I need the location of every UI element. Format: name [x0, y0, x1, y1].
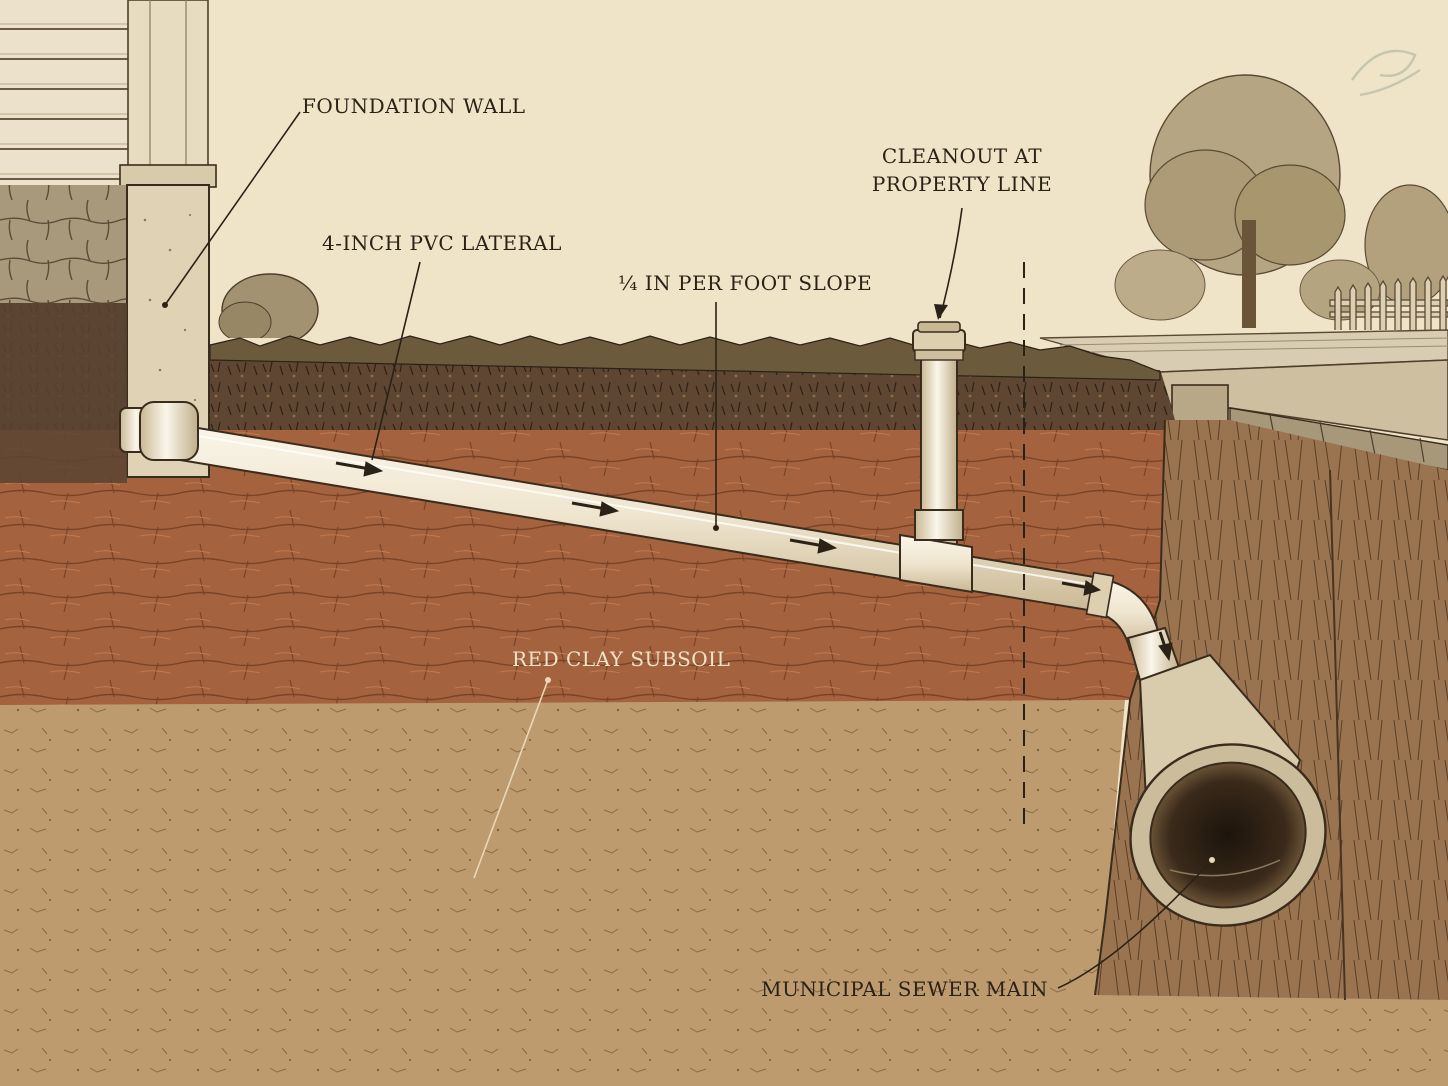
leader-subsoil	[473, 679, 549, 879]
flow-arrow-icon	[335, 461, 1173, 662]
pipe-elbow	[1085, 571, 1182, 682]
picket-fence	[1329, 274, 1448, 330]
label-slope: ¼ IN PER FOOT SLOPE	[618, 271, 872, 295]
label-municipal-sewer-main: MUNICIPAL SEWER MAIN	[761, 977, 1048, 1001]
label-red-clay-subsoil: RED CLAY SUBSOIL	[512, 647, 730, 671]
distant-trees	[1114, 74, 1448, 328]
label-pvc-lateral: 4-INCH PVC LATERAL	[322, 231, 562, 255]
label-foundation-wall: FOUNDATION WALL	[302, 94, 526, 118]
lower-soil-layer	[0, 700, 1448, 1086]
logo-mark-icon	[1351, 49, 1421, 97]
street-and-curb	[1039, 329, 1448, 471]
house-corner-trim	[127, 0, 209, 171]
label-cleanout-line1: CLEANOUT AT	[882, 144, 1042, 168]
stone-foundation-band	[0, 185, 130, 303]
cleanout-riser	[899, 321, 973, 594]
leader-foundation-wall	[164, 111, 301, 306]
pvc-lateral-pipe	[119, 401, 1101, 614]
house-siding	[0, 0, 130, 185]
label-cleanout-line2: PROPERTY LINE	[872, 172, 1052, 196]
leader-pvc-lateral	[371, 261, 421, 461]
leader-sewer-main	[1057, 859, 1213, 989]
red-clay-subsoil-layer	[0, 430, 1180, 710]
municipal-sewer-main	[1129, 653, 1327, 927]
